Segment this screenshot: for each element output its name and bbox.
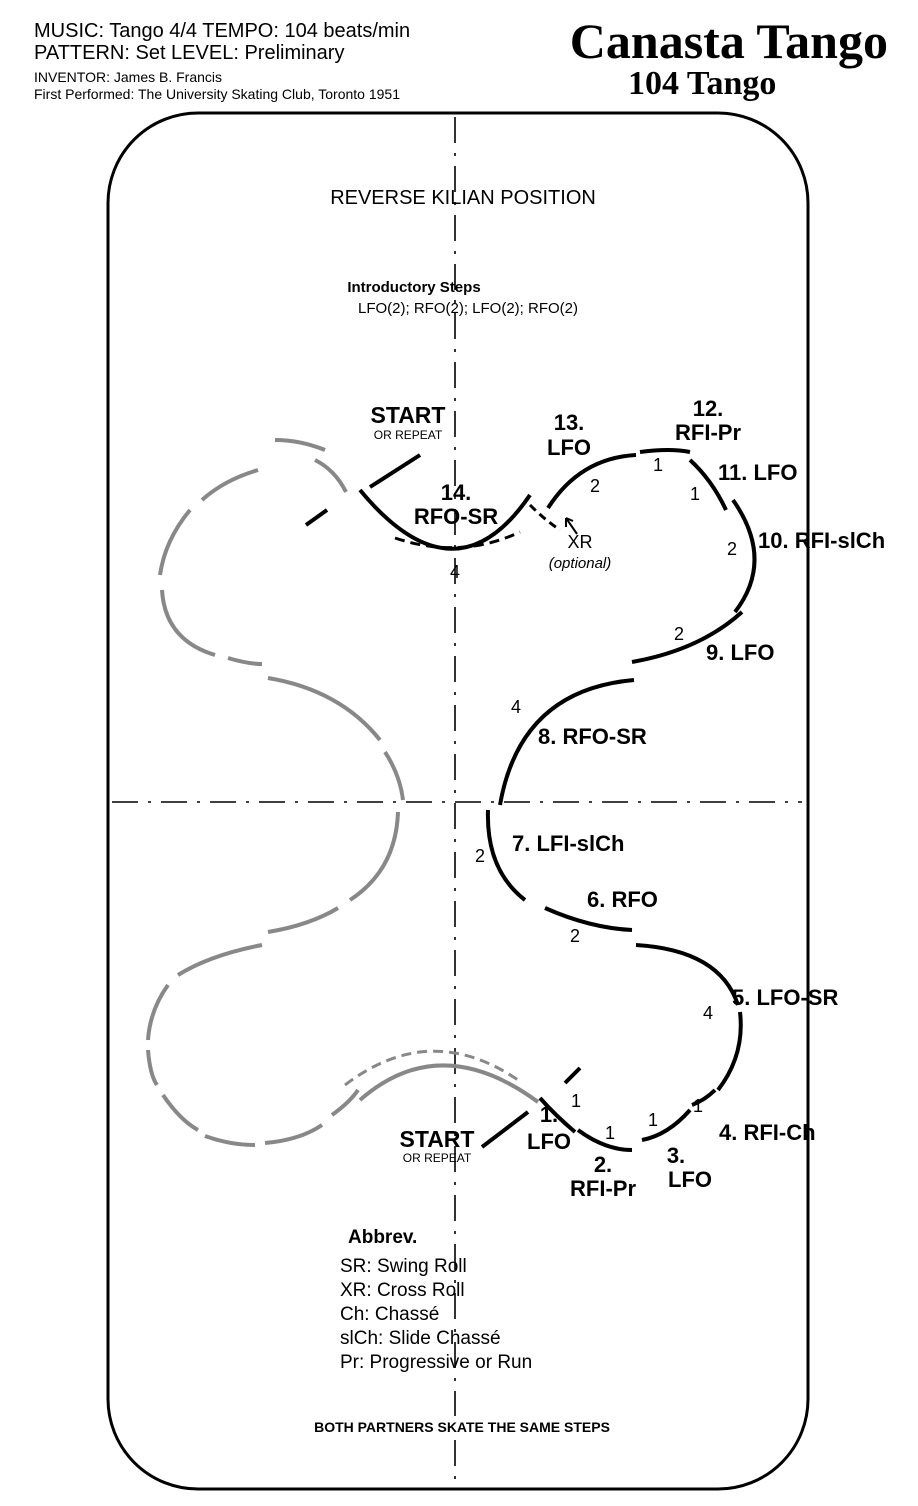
abbrev-item: Ch: Chassé [340,1304,439,1325]
dance-subtitle: 104 Tango [628,65,777,102]
xr-optional-edge-2 [528,503,561,532]
mirror-pattern [146,438,540,1147]
abbrev-title: Abbrev. [348,1227,417,1248]
beat-step-5: 4 [703,1003,713,1023]
beat-step-9: 2 [674,624,684,644]
mirror-dashed-edge [344,1049,519,1087]
step-9: 9. LFO [706,640,774,665]
position-label: REVERSE KILIAN POSITION [330,187,596,209]
start-label-bottom: START [400,1126,475,1152]
beat-step-2: 1 [605,1123,615,1143]
beat-step-12: 1 [653,455,663,475]
step-3-edge: LFO [668,1167,712,1192]
inventor-line: INVENTOR: James B. Francis [34,69,223,85]
xr-arrow-icon [565,517,578,535]
step-6: 6. RFO [587,887,658,912]
repeat-label-bottom: OR REPEAT [403,1151,472,1165]
step-1-edge: LFO [527,1129,571,1154]
xr-optional-edge [394,530,521,550]
music-tempo-line: MUSIC: Tango 4/4 TEMPO: 104 beats/min [34,20,411,42]
beat-step-14: 4 [450,562,460,582]
step-11: 11. LFO [718,460,797,485]
step-14-number: 14. [441,480,472,505]
abbrev-item: Pr: Progressive or Run [340,1352,532,1373]
step-13-number: 13. [554,410,585,435]
beat-step-3: 1 [648,1110,658,1130]
rink-outline [106,111,810,1491]
step-1-number: 1. [540,1102,558,1127]
step-2-edge: RFI-Pr [570,1176,636,1201]
intro-title: Introductory Steps [347,279,480,296]
step-13-edge: LFO [547,435,591,460]
step-10: 10. RFI-slCh [758,528,885,553]
abbrev-item: XR: Cross Roll [340,1280,465,1301]
first-performed-line: First Performed: The University Skating … [34,86,400,102]
step-3-number: 3. [667,1143,685,1168]
main-pattern [304,448,757,1152]
beat-step-1: 1 [571,1091,581,1111]
beat-step-8: 4 [511,697,521,717]
beat-step-10: 2 [727,539,737,559]
step-12-edge: RFI-Pr [675,420,741,445]
intro-steps: LFO(2); RFO(2); LFO(2); RFO(2) [358,300,578,317]
abbrev-item: slCh: Slide Chassé [340,1328,501,1349]
step-4: 4. RFI-Ch [719,1120,816,1145]
footer-backdrop [300,1416,630,1438]
xr-label: XR [567,532,592,552]
step-8: 8. RFO-SR [538,724,647,749]
beat-step-11: 1 [690,484,700,504]
step-7: 7. LFI-slCh [512,831,624,856]
beat-step-7: 2 [475,846,485,866]
start-label-top: START [371,402,446,428]
footer-note: BOTH PARTNERS SKATE THE SAME STEPS [314,1419,610,1435]
dance-title: Canasta Tango [569,13,888,69]
pattern-level-line: PATTERN: Set LEVEL: Preliminary [34,42,345,64]
repeat-label-top: OR REPEAT [374,428,443,442]
step-12-number: 12. [693,396,724,421]
beat-step-13: 2 [590,476,600,496]
abbrev-item: SR: Swing Roll [340,1256,467,1277]
step-2-number: 2. [594,1152,612,1177]
beat-step-6: 2 [570,926,580,946]
step-5: 5. LFO-SR [732,985,838,1010]
step-14-edge: RFO-SR [414,504,498,529]
beat-step-4: 1 [693,1096,703,1116]
xr-note: (optional) [549,555,612,572]
